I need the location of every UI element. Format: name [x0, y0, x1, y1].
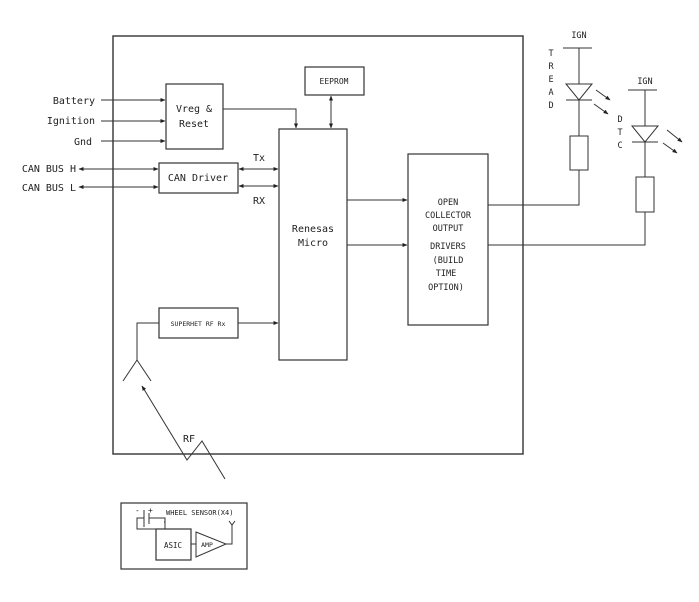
- oc-line-6: TIME: [436, 269, 456, 279]
- tread-letter: D: [548, 101, 553, 111]
- battery-minus-label: -: [135, 506, 140, 515]
- micro-label-line1: Renesas: [292, 224, 334, 235]
- dtc-emit-arrow-2: [662, 142, 678, 154]
- can-driver-block: [158, 162, 239, 194]
- tread-resistor-icon: [569, 135, 589, 171]
- open-collector-block: [407, 153, 489, 326]
- can-driver-label: CAN Driver: [168, 173, 228, 184]
- battery-plus-label: +: [148, 506, 153, 515]
- dtc-letter: D: [617, 115, 622, 125]
- tread-emit-arrow-1: [595, 89, 611, 101]
- tread-letter: T: [548, 49, 553, 59]
- dtc-label: D T C: [617, 115, 622, 151]
- can-bus-h-label: CAN BUS H: [22, 164, 76, 175]
- tread-led-icon: [564, 83, 594, 101]
- oc-line-2: COLLECTOR: [425, 211, 472, 221]
- dtc-resistor-icon: [635, 176, 655, 213]
- dtc-letter: C: [617, 141, 622, 151]
- sensor-antenna-line: [226, 525, 233, 545]
- oc-line-4: DRIVERS: [430, 242, 466, 252]
- dtc-led-icon: [630, 125, 660, 143]
- asic-label: ASIC: [164, 541, 182, 550]
- amp-label: AMP: [201, 541, 213, 549]
- superhet-label: SUPERHET RF Rx: [171, 320, 226, 328]
- eeprom-block: [304, 66, 365, 96]
- dtc-ign-label: IGN: [637, 77, 652, 87]
- tread-output-line: [488, 170, 580, 206]
- tread-label: T R E A D: [548, 49, 554, 111]
- tx-label: Tx: [253, 153, 265, 164]
- renesas-micro-block: [278, 128, 348, 361]
- vreg-to-micro-line: [223, 108, 298, 129]
- gnd-label: Gnd: [74, 137, 92, 148]
- antenna-feed-line: [136, 322, 159, 360]
- rx-label: RX: [253, 196, 265, 207]
- sensor-antenna-icon: [228, 520, 236, 526]
- dtc-letter: T: [617, 128, 622, 138]
- tread-letter: R: [548, 62, 554, 72]
- tread-letter: E: [548, 75, 553, 85]
- vreg-label-line1: Vreg &: [176, 104, 212, 115]
- rf-label: RF: [183, 434, 195, 445]
- wheel-sensor-title: WHEEL SENSOR(X4): [166, 509, 233, 517]
- rf-link-line: [141, 385, 226, 480]
- can-bus-l-label: CAN BUS L: [22, 183, 76, 194]
- oc-line-3: OUTPUT: [433, 224, 464, 234]
- dtc-output-line: [488, 212, 646, 246]
- battery-icon: [136, 510, 166, 530]
- vreg-reset-block: [165, 83, 224, 150]
- eeprom-label: EEPROM: [320, 77, 349, 86]
- battery-label: Battery: [53, 96, 95, 107]
- antenna-icon: [122, 359, 152, 382]
- vreg-label-line2: Reset: [179, 119, 209, 130]
- oc-line-5: (BUILD: [433, 256, 464, 266]
- micro-label-line2: Micro: [298, 238, 328, 249]
- open-collector-label: OPEN COLLECTOR OUTPUT DRIVERS (BUILD TIM…: [425, 198, 472, 293]
- oc-line-1: OPEN: [438, 198, 458, 208]
- tread-letter: A: [548, 88, 553, 98]
- oc-line-7: OPTION): [428, 283, 464, 293]
- ignition-label: Ignition: [47, 116, 95, 127]
- amp-icon: [195, 531, 228, 558]
- tread-emit-arrow-2: [593, 103, 609, 115]
- dtc-emit-arrow-1: [666, 129, 683, 143]
- tread-ign-label: IGN: [571, 31, 586, 41]
